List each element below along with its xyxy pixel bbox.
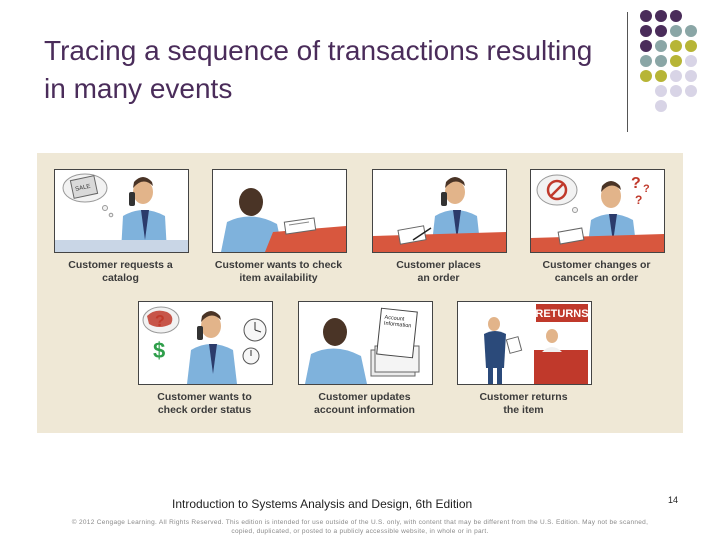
slide-footer: Introduction to Systems Analysis and Des… — [172, 497, 473, 511]
caption-change-cancel-order: Customer changes or cancels an order — [525, 259, 668, 285]
scene-check-order-status: ? $ — [138, 301, 273, 385]
decorative-dot — [670, 55, 682, 67]
scene-place-order — [372, 169, 507, 253]
phone-icon — [129, 192, 135, 206]
caption-return-item: Customer returns the item — [452, 391, 595, 417]
caption-line-1: Customer wants to — [157, 391, 252, 403]
phone-icon — [441, 192, 447, 206]
account-document-icon — [376, 307, 418, 359]
caption-line-1: Customer requests a — [68, 259, 173, 271]
caption-line-2: cancels an order — [554, 272, 639, 284]
caption-place-order: Customer places an order — [367, 259, 510, 285]
decorative-dot — [670, 40, 682, 52]
decorative-dot — [655, 55, 667, 67]
decorative-dot — [655, 10, 667, 22]
page-number: 14 — [668, 495, 679, 505]
counter — [534, 350, 588, 384]
divider-line — [627, 12, 628, 132]
caption-line-2: the item — [503, 404, 544, 416]
scene-change-cancel-order: ? ? ? — [530, 169, 665, 253]
decorative-dot — [685, 70, 697, 82]
decorative-dot — [655, 70, 667, 82]
caption-line-1: Customer returns — [479, 391, 568, 403]
caption-line-2: an order — [417, 272, 460, 284]
caption-line-2: account information — [314, 404, 415, 416]
caption-check-availability: Customer wants to check item availabilit… — [203, 259, 354, 285]
slide-title: Tracing a sequence of transactions resul… — [44, 35, 593, 104]
scene-update-account: Account Information — [298, 301, 433, 385]
caption-line-2: check order status — [157, 404, 252, 416]
scene-request-catalog: SALE — [54, 169, 189, 253]
dollar-icon: $ — [153, 338, 165, 363]
customer-cancel-illustration: ? ? ? — [531, 170, 664, 252]
caption-line-1: Customer places — [396, 259, 481, 271]
decorative-dot — [640, 40, 652, 52]
decorative-dot — [655, 85, 667, 97]
customer-writing-illustration — [373, 170, 506, 252]
returns-sign — [536, 304, 588, 322]
scene-return-item: RETURNS — [457, 301, 592, 385]
phone-icon — [197, 326, 203, 340]
caption-line-1: Customer changes or — [542, 259, 651, 271]
decorative-dot — [640, 10, 652, 22]
returns-sign-text: RETURNS — [535, 308, 588, 320]
figure-panel: SALE — [37, 153, 683, 433]
decorative-dot — [685, 25, 697, 37]
question-mark-2: ? — [643, 183, 650, 195]
decorative-dot — [670, 70, 682, 82]
caption-line-2: item availability — [239, 272, 318, 284]
decorative-dot — [655, 25, 667, 37]
decorative-dot — [685, 55, 697, 67]
question-mark-3: ? — [635, 193, 642, 207]
scene-check-availability — [212, 169, 347, 253]
decorative-dot — [640, 70, 652, 82]
decorative-dot — [685, 85, 697, 97]
question-mark-1: ? — [631, 175, 641, 192]
document-line-2: Information — [384, 321, 412, 330]
receipt-icon — [505, 336, 523, 354]
order-form-icon — [557, 227, 585, 245]
cancel-icon — [546, 179, 568, 201]
bubble-text: SALE — [75, 184, 91, 193]
decorative-dot — [640, 55, 652, 67]
decorative-dot — [655, 40, 667, 52]
caption-line-1: Customer updates — [318, 391, 411, 403]
copyright-notice: © 2012 Cengage Learning. All Rights Rese… — [71, 519, 649, 535]
decorative-dot — [670, 25, 682, 37]
customer-status-illustration: ? $ — [139, 302, 272, 384]
document-line-1: Account — [384, 315, 405, 323]
map-icon — [147, 310, 173, 327]
decorative-dot — [685, 40, 697, 52]
customer-phone-illustration: SALE — [55, 170, 188, 252]
pen-icon — [412, 227, 432, 241]
caption-line-1: Customer wants to check — [214, 259, 343, 271]
caption-line-2: catalog — [102, 272, 139, 284]
decorative-dot — [640, 25, 652, 37]
decorative-dot — [670, 10, 682, 22]
question-mark: ? — [155, 313, 165, 330]
customer-back-illustration — [213, 170, 346, 252]
catalog-icon — [69, 175, 99, 199]
caption-request-catalog: Customer requests a catalog — [47, 259, 194, 285]
caption-update-account: Customer updates account information — [293, 391, 436, 417]
decorative-dot — [655, 100, 667, 112]
decorative-dot — [670, 85, 682, 97]
caption-check-order-status: Customer wants to check order status — [133, 391, 276, 417]
customer-account-illustration: Account Information — [299, 302, 432, 384]
customer-return-illustration: RETURNS — [458, 302, 591, 384]
